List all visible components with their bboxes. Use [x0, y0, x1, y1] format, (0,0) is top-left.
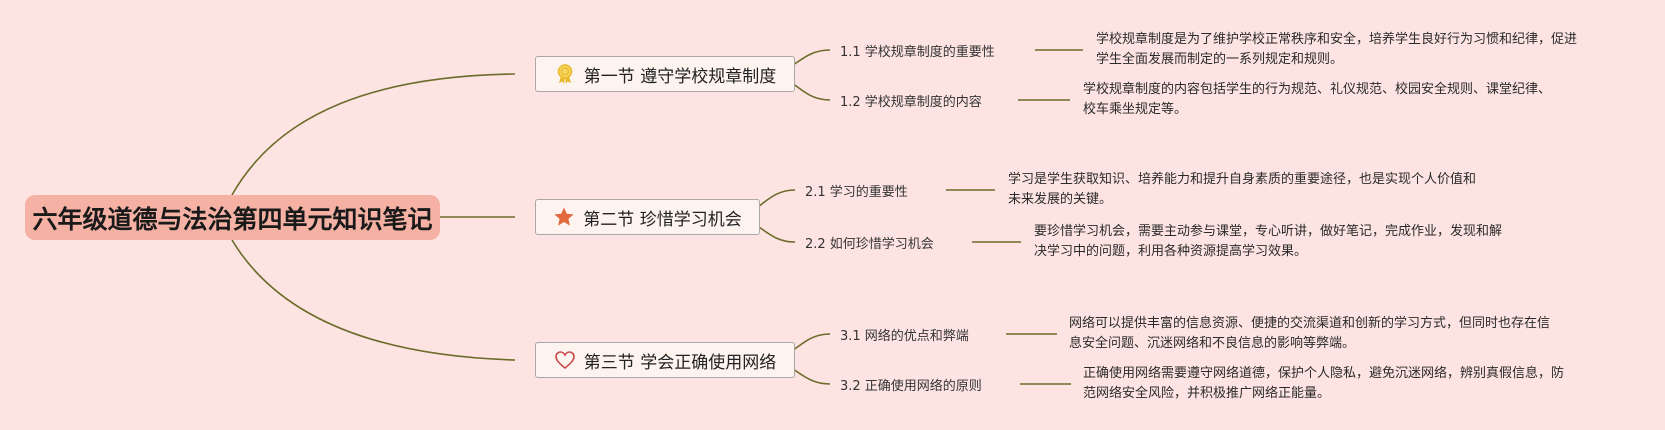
- subtopic-3-2[interactable]: 3.2 正确使用网络的原则: [840, 379, 982, 394]
- section-1-node[interactable]: 第一节 遵守学校规章制度: [535, 56, 795, 92]
- subtopic-2-1[interactable]: 2.1 学习的重要性: [805, 185, 908, 200]
- branch-line: [231, 73, 516, 196]
- star-icon: [553, 206, 575, 228]
- description-1-2[interactable]: 学校规章制度的内容包括学生的行为规范、礼仪规范、校园安全规则、课堂纪律、校车乘坐…: [1083, 82, 1552, 117]
- subtopic-2-2[interactable]: 2.2 如何珍惜学习机会: [805, 237, 934, 252]
- section-1-title: 第一节 遵守学校规章制度: [583, 66, 777, 87]
- description-2-1[interactable]: 学习是学生获取知识、培养能力和提升自身素质的重要途径，也是实现个人价值和未来发展…: [1008, 172, 1477, 207]
- section-3-title: 第三节 学会正确使用网络: [583, 352, 777, 373]
- section-2-title: 第二节 珍惜学习机会: [583, 209, 742, 230]
- section-2-node[interactable]: 第二节 珍惜学习机会: [535, 199, 760, 235]
- subtopic-1-1[interactable]: 1.1 学校规章制度的重要性: [840, 45, 995, 60]
- subtopic-1-2[interactable]: 1.2 学校规章制度的内容: [840, 95, 982, 110]
- subtopic-3-1[interactable]: 3.1 网络的优点和弊端: [840, 329, 969, 344]
- branch-line: [231, 239, 516, 361]
- section-3-node[interactable]: 第三节 学会正确使用网络: [535, 342, 795, 378]
- description-3-2[interactable]: 正确使用网络需要遵守网络道德，保护个人隐私，避免沉迷网络，辨别真假信息，防范网络…: [1083, 366, 1565, 401]
- description-2-2[interactable]: 要珍惜学习机会，需要主动参与课堂，专心听讲，做好笔记，完成作业，发现和解决学习中…: [1034, 224, 1503, 259]
- heart-icon: [554, 349, 576, 371]
- description-1-1[interactable]: 学校规章制度是为了维护学校正常秩序和安全，培养学生良好行为习惯和纪律，促进学生全…: [1096, 32, 1578, 67]
- award-ribbon-icon: [554, 63, 576, 85]
- root-topic[interactable]: 六年级道德与法治第四单元知识笔记: [25, 195, 440, 240]
- root-title: 六年级道德与法治第四单元知识笔记: [32, 204, 433, 234]
- description-3-1[interactable]: 网络可以提供丰富的信息资源、便捷的交流渠道和创新的学习方式，但同时也存在信息安全…: [1069, 316, 1551, 351]
